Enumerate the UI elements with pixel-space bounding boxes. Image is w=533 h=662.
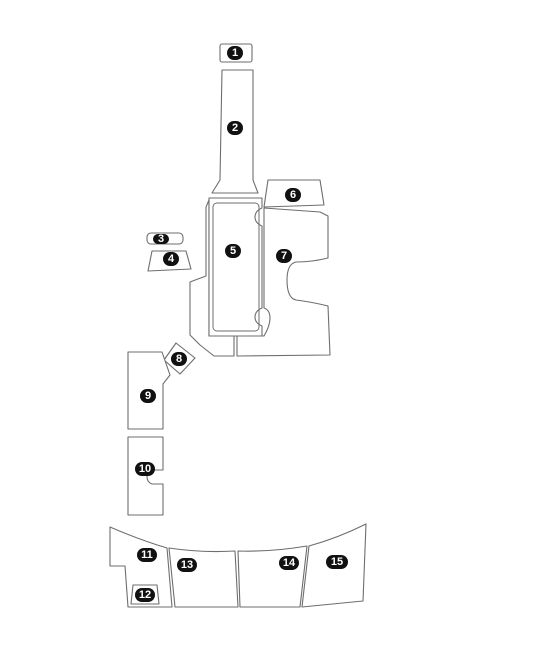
part-badge-4: 4 xyxy=(163,252,179,266)
pad-13[interactable] xyxy=(168,547,239,608)
part-number-2: 2 xyxy=(232,122,238,134)
part-number-10: 10 xyxy=(139,463,151,475)
part-number-9: 9 xyxy=(145,390,151,402)
part-number-13: 13 xyxy=(181,559,193,571)
part-number-4: 4 xyxy=(168,253,175,265)
part-number-3: 3 xyxy=(158,233,164,245)
part-badge-8: 8 xyxy=(171,352,187,366)
pad-14[interactable] xyxy=(237,545,308,608)
part-number-11: 11 xyxy=(141,549,153,561)
part-badge-15: 15 xyxy=(326,555,348,569)
part-badge-14: 14 xyxy=(279,556,299,570)
part-number-6: 6 xyxy=(290,189,296,201)
pad-5[interactable] xyxy=(208,197,263,337)
part-number-7: 7 xyxy=(281,250,287,262)
part-badge-13: 13 xyxy=(177,558,197,572)
part-badge-10: 10 xyxy=(135,462,155,476)
part-number-15: 15 xyxy=(331,556,343,568)
part-badge-12: 12 xyxy=(135,588,155,602)
part-badge-1: 1 xyxy=(227,46,243,60)
pad-7[interactable] xyxy=(236,207,331,357)
part-badge-3: 3 xyxy=(153,233,169,245)
part-badge-9: 9 xyxy=(140,389,156,403)
part-number-5: 5 xyxy=(230,245,236,257)
part-badge-6: 6 xyxy=(285,188,301,202)
part-number-1: 1 xyxy=(232,47,238,59)
part-badge-2: 2 xyxy=(227,121,243,135)
part-number-12: 12 xyxy=(139,589,151,601)
part-badge-11: 11 xyxy=(137,548,157,562)
part-badge-5: 5 xyxy=(225,244,241,258)
part-number-14: 14 xyxy=(283,557,296,569)
part-number-8: 8 xyxy=(176,353,182,365)
part-badge-7: 7 xyxy=(276,249,292,263)
